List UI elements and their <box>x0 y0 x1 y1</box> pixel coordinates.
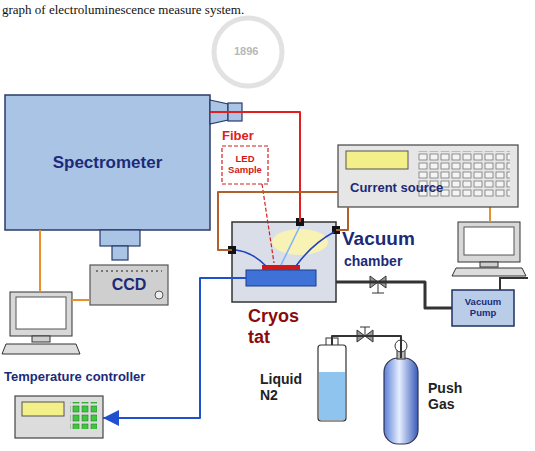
node-label: Vacuum <box>342 228 415 250</box>
ccd-camera <box>90 265 168 305</box>
vacuum-pump-box: Vacuum Pump <box>452 290 514 326</box>
pipe-valve <box>360 327 370 328</box>
vacuum-pump <box>452 278 528 326</box>
data-cable <box>72 299 90 301</box>
spectrometer-box: Spectrometer <box>5 95 210 230</box>
edge-label: Fiber <box>222 128 254 143</box>
watermark-logo <box>214 18 282 86</box>
vacuum-chamber-box: VacuumchamberCryos tat <box>232 222 336 302</box>
vacuum-pump <box>500 278 528 290</box>
data-cable <box>489 207 491 222</box>
current-source-device <box>338 145 518 207</box>
computer <box>2 344 80 354</box>
probe-wire <box>236 226 334 266</box>
temperature-controller-box: Temperature controller <box>15 396 103 438</box>
computer <box>480 262 498 267</box>
dewar-flask <box>318 338 346 421</box>
node-label: Liquid N2 <box>260 371 316 403</box>
figure-caption: graph of electroluminescence measure sys… <box>2 2 244 18</box>
pipe-valve <box>357 276 386 342</box>
current-lead <box>218 192 338 250</box>
cryostat-box: Cryos tat <box>246 270 316 286</box>
node-label: LED Sample <box>222 154 268 176</box>
node-label: CCD <box>112 276 147 294</box>
gas-cylinder <box>384 358 418 444</box>
vacuum-pipe <box>336 282 452 308</box>
node-label: Current source <box>350 181 443 196</box>
probe-wire <box>236 250 266 266</box>
temperature-controller-device <box>15 396 103 438</box>
computer <box>2 292 80 354</box>
vacuum-pump <box>452 290 514 326</box>
sample-callout-box: LED Sample <box>222 146 268 184</box>
ccd-camera <box>155 291 163 299</box>
probe-wire <box>281 226 300 265</box>
data-cable <box>39 230 41 292</box>
node-label: Spectrometer <box>53 153 163 173</box>
node-label: chamber <box>344 253 402 269</box>
computer <box>10 292 72 336</box>
computer <box>452 222 526 276</box>
node-label: Cryos tat <box>248 306 308 347</box>
current-source-device <box>338 145 518 207</box>
temperature-controller-device <box>70 402 97 429</box>
node-label: Push Gas <box>428 380 474 412</box>
current-source-device <box>346 151 408 169</box>
node-label: Temperature controller <box>4 370 145 385</box>
dewar-box: Liquid N2 <box>318 345 346 421</box>
gas-line <box>332 336 401 358</box>
computer <box>464 227 514 255</box>
ccd-box: CCD <box>90 265 168 305</box>
sample-callout <box>262 184 274 263</box>
spectrometer-body <box>100 230 140 246</box>
node-label: Vacuum Pump <box>452 297 514 319</box>
watermark-logo <box>214 18 282 86</box>
temperature-controller-device <box>22 402 64 416</box>
probe-wire <box>296 232 334 266</box>
cryostat-stage <box>262 265 300 270</box>
watermark-text: 1896 <box>234 45 258 57</box>
sample-callout <box>222 146 268 184</box>
computer <box>32 336 50 342</box>
ccd-camera <box>96 270 162 272</box>
computer <box>452 268 526 276</box>
cryostat-stage <box>246 270 316 286</box>
spectrometer-body <box>112 246 128 260</box>
dewar-flask <box>319 372 345 420</box>
ccd-camera <box>90 265 168 305</box>
spectrometer-body <box>5 95 210 230</box>
pipe-valve <box>378 282 379 293</box>
computer <box>458 222 520 262</box>
current-lead <box>336 207 348 230</box>
current-source-box: Current source <box>338 145 518 207</box>
optical-fiber <box>210 112 300 222</box>
cryostat-stage <box>246 265 316 286</box>
pipe-valve <box>372 293 384 294</box>
temperature-controller-device <box>15 396 103 438</box>
dewar-flask <box>318 345 346 421</box>
vacuum-chamber <box>228 218 340 302</box>
sensor-cable <box>103 278 246 418</box>
pipe-valve <box>365 327 366 336</box>
computer <box>16 297 66 329</box>
sample-callout <box>222 146 274 263</box>
gas-cylinder-box: Push Gas <box>384 358 418 444</box>
vacuum-chamber <box>232 222 336 302</box>
